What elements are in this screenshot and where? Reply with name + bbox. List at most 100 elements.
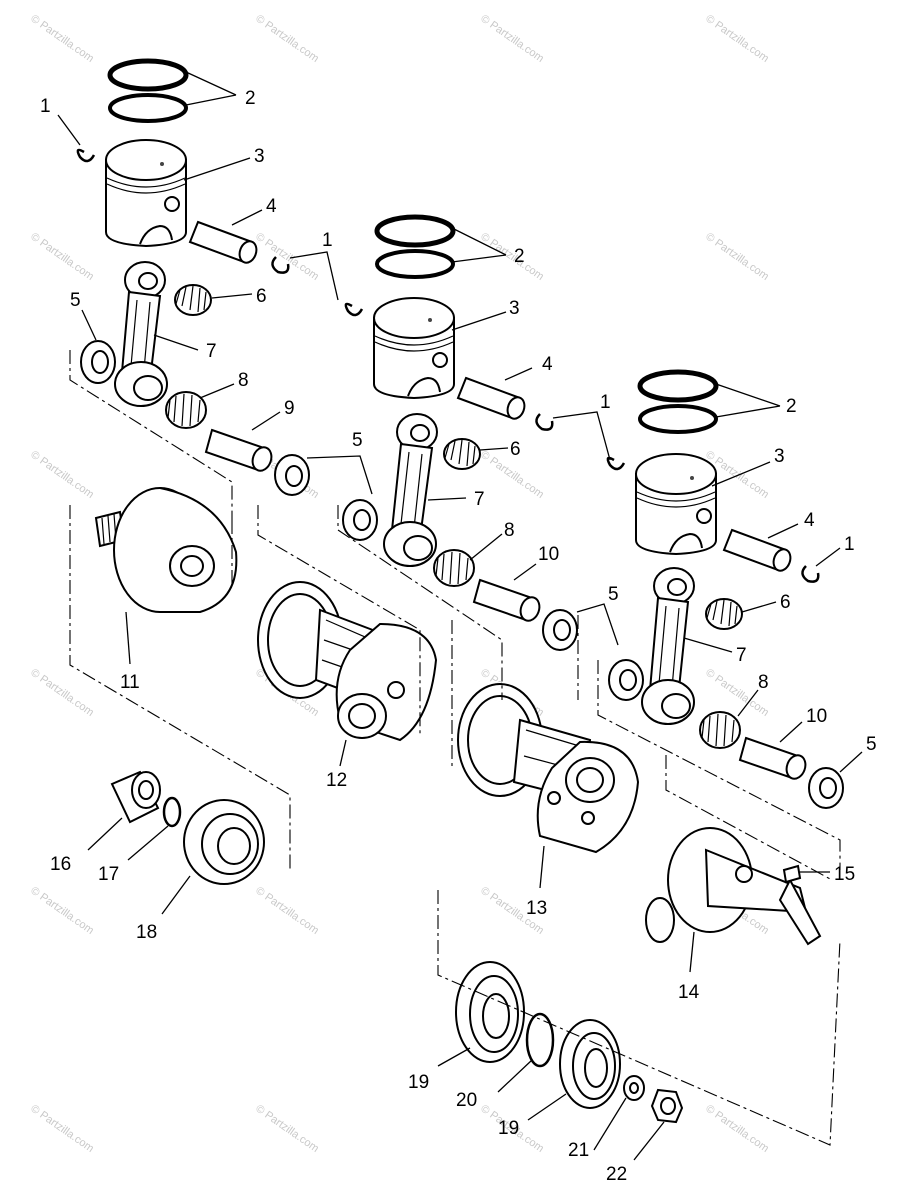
- callout-5: 5: [608, 584, 619, 605]
- watermark-text: © Partzilla.com: [28, 13, 96, 65]
- needle-bearing-big-end-3[interactable]: [699, 711, 741, 749]
- callout-21: 21: [568, 1140, 589, 1161]
- watermark-text: © Partzilla.com: [253, 1103, 321, 1155]
- callout-4: 4: [266, 196, 277, 217]
- crankshaft-end-section-14[interactable]: [645, 827, 822, 946]
- piston-3[interactable]: [635, 453, 717, 556]
- crankshaft-section-13[interactable]: [457, 683, 640, 854]
- callout-3: 3: [254, 146, 265, 167]
- callout-2: 2: [786, 396, 797, 417]
- callout-8: 8: [238, 370, 249, 391]
- thrust-washer-3[interactable]: [342, 499, 378, 541]
- callout-19: 19: [408, 1072, 429, 1093]
- crank-pin-10a[interactable]: [472, 578, 543, 623]
- callout-5: 5: [866, 734, 877, 755]
- needle-bearing-small-end-3[interactable]: [705, 598, 743, 630]
- callout-1: 1: [322, 230, 333, 251]
- callout-4: 4: [542, 354, 553, 375]
- callout-18: 18: [136, 922, 157, 943]
- watermark-text: © Partzilla.com: [478, 13, 546, 65]
- callout-19: 19: [498, 1118, 519, 1139]
- nut-22[interactable]: [650, 1088, 684, 1124]
- callout-8: 8: [504, 520, 515, 541]
- woodruff-key-15[interactable]: [782, 864, 802, 884]
- piston-ring-set-1[interactable]: [107, 58, 189, 123]
- main-bearing-19a[interactable]: [455, 961, 525, 1063]
- callout-10: 10: [538, 544, 559, 565]
- callout-7: 7: [474, 489, 485, 510]
- callout-2: 2: [245, 88, 256, 109]
- circlip-3b[interactable]: [801, 565, 820, 583]
- callout-1: 1: [844, 534, 855, 555]
- piston-ring-set-3[interactable]: [637, 369, 719, 434]
- callout-7: 7: [736, 645, 747, 666]
- callout-3: 3: [509, 298, 520, 319]
- callout-10: 10: [806, 706, 827, 727]
- callout-3: 3: [774, 446, 785, 467]
- callout-6: 6: [256, 286, 267, 307]
- callout-20: 20: [456, 1090, 477, 1111]
- callout-8: 8: [758, 672, 769, 693]
- callout-6: 6: [780, 592, 791, 613]
- needle-bearing-small-end-2[interactable]: [443, 438, 481, 470]
- connecting-rod-2[interactable]: [383, 413, 438, 567]
- circlip-2a[interactable]: [344, 302, 364, 317]
- callout-11: 11: [120, 672, 140, 693]
- thrust-washer-1[interactable]: [80, 340, 116, 384]
- callout-4: 4: [804, 510, 815, 531]
- assembly-lines: [69, 350, 841, 1146]
- piston-1[interactable]: [105, 139, 187, 248]
- callout-13: 13: [526, 898, 547, 919]
- needle-bearing-big-end-2[interactable]: [433, 549, 475, 587]
- callout-5: 5: [70, 290, 81, 311]
- callout-15: 15: [834, 864, 855, 885]
- crank-pin-9[interactable]: [204, 428, 275, 473]
- crankshaft-section-12[interactable]: [257, 581, 438, 742]
- watermark-text: © Partzilla.com: [28, 449, 96, 501]
- watermark-text: © Partzilla.com: [703, 231, 771, 283]
- needle-bearing-big-end-1[interactable]: [165, 391, 207, 429]
- watermark-text: © Partzilla.com: [28, 1103, 96, 1155]
- callout-2: 2: [514, 246, 525, 267]
- piston-ring-set-2[interactable]: [374, 214, 456, 279]
- thrust-washer-2[interactable]: [274, 454, 310, 496]
- washer-21[interactable]: [623, 1075, 645, 1101]
- needle-bearing-small-end-1[interactable]: [174, 284, 212, 316]
- main-bearing-18[interactable]: [183, 799, 265, 885]
- callout-1: 1: [600, 392, 611, 413]
- callout-17: 17: [98, 864, 119, 885]
- thrust-washer-5[interactable]: [608, 659, 644, 701]
- watermark-text: © Partzilla.com: [28, 885, 96, 937]
- circlip-1b[interactable]: [271, 256, 290, 274]
- callout-16: 16: [50, 854, 71, 875]
- wrist-pin-2[interactable]: [456, 376, 527, 421]
- callout-5: 5: [352, 430, 363, 451]
- bearing-16[interactable]: [110, 770, 161, 824]
- thrust-washer-6[interactable]: [808, 767, 844, 809]
- circlip-1a[interactable]: [76, 148, 96, 163]
- wrist-pin-3[interactable]: [722, 528, 793, 573]
- callout-labels: 1 2 3 4 1 5 6 7 8 9 2 3 4 1 5 6 7 8 10 5…: [40, 88, 877, 1185]
- callout-7: 7: [206, 341, 217, 362]
- watermark-text: © Partzilla.com: [253, 13, 321, 65]
- main-bearing-19b[interactable]: [559, 1019, 621, 1109]
- watermark-text: © Partzilla.com: [703, 13, 771, 65]
- snap-ring-17[interactable]: [162, 796, 182, 828]
- callout-6: 6: [510, 439, 521, 460]
- crank-pin-10b[interactable]: [738, 736, 809, 781]
- callout-12: 12: [326, 770, 347, 791]
- callout-14: 14: [678, 982, 700, 1003]
- watermark-text: © Partzilla.com: [28, 231, 96, 283]
- snap-ring-20[interactable]: [525, 1012, 555, 1068]
- wrist-pin-1[interactable]: [188, 220, 259, 265]
- circlip-2b[interactable]: [535, 413, 554, 431]
- thrust-washer-4[interactable]: [542, 609, 578, 651]
- connecting-rod-1[interactable]: [114, 261, 168, 407]
- piston-2[interactable]: [373, 297, 455, 400]
- callout-22: 22: [606, 1164, 627, 1185]
- crankshaft-end-section-11[interactable]: [94, 487, 238, 613]
- connecting-rod-3[interactable]: [641, 567, 695, 725]
- callout-9: 9: [284, 398, 295, 419]
- watermark-text: © Partzilla.com: [253, 885, 321, 937]
